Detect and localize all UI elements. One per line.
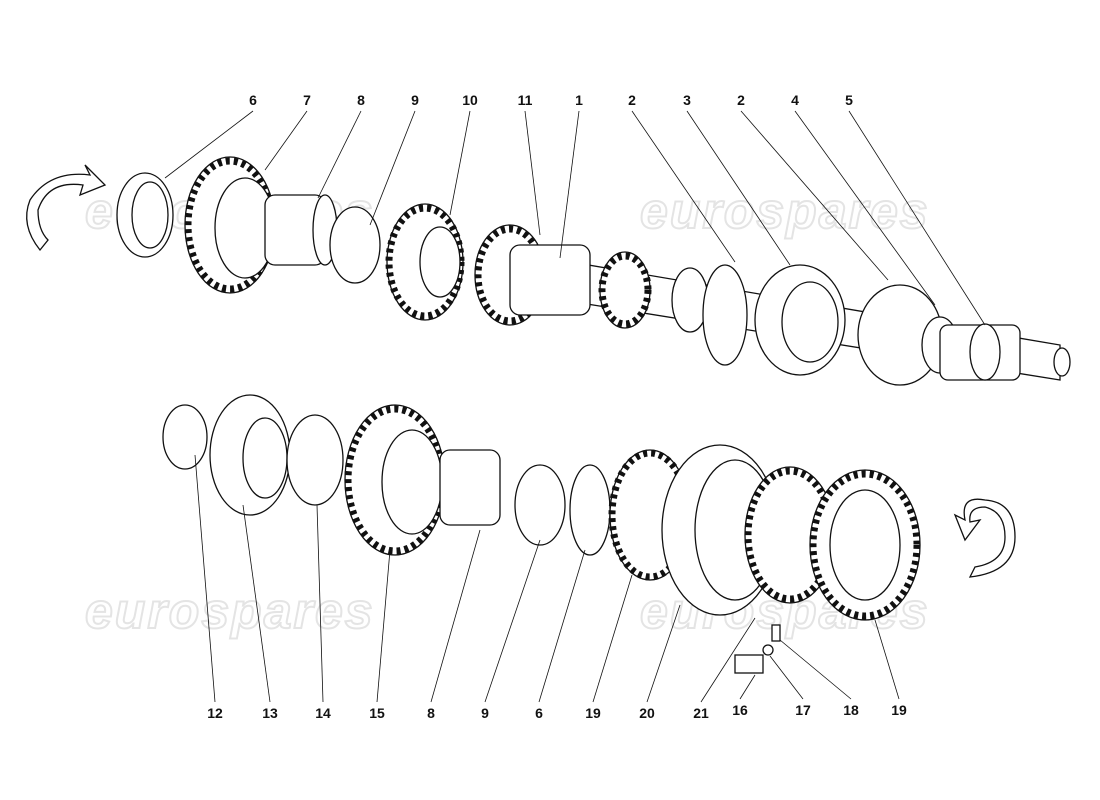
part-number-label: 17 [795, 702, 811, 718]
leader-line [740, 110, 889, 281]
part-number-label: 11 [518, 92, 533, 108]
part-number-label: 4 [791, 92, 799, 108]
leader-line [242, 504, 271, 703]
leader-line [538, 549, 586, 703]
rotation-arrow-icon [953, 498, 1016, 578]
part-number-label: 5 [845, 92, 853, 108]
part-number-label: 6 [535, 705, 543, 721]
leader-line [592, 574, 633, 703]
watermark: eurospares [85, 583, 375, 639]
part-number-label: 10 [462, 92, 478, 108]
leader-line [794, 110, 936, 306]
leader-line [164, 110, 254, 179]
part-number-label: 14 [315, 705, 331, 721]
part-9-bushing [514, 464, 566, 546]
secondary-shaft-assembly [162, 394, 1016, 674]
part-number-label: 3 [683, 92, 691, 108]
leader-line [779, 639, 852, 700]
part-number-label: 12 [207, 705, 223, 721]
bottom-callouts: 12 13 14 15 8 9 6 19 20 21 16 17 18 19 [194, 454, 907, 721]
part-12-nut [162, 404, 208, 470]
part-number-label: 1 [575, 92, 583, 108]
part-number-label: 6 [249, 92, 257, 108]
part-16-key [734, 654, 764, 674]
leader-line [369, 110, 416, 226]
part-number-label: 16 [732, 702, 748, 718]
leader-line [700, 617, 756, 703]
leader-line [874, 619, 900, 700]
leader-line [524, 110, 541, 236]
part-number-label: 8 [427, 705, 435, 721]
main-shaft-assembly [26, 156, 1071, 386]
leader-line [264, 110, 308, 171]
part-number-label: 13 [262, 705, 278, 721]
part-number-label: 19 [585, 705, 601, 721]
part-number-label: 2 [737, 92, 745, 108]
part-2-circlip [702, 264, 748, 366]
part-number-label: 15 [369, 705, 385, 721]
part-9-bushing [329, 206, 381, 284]
rotation-arrow-icon [26, 164, 107, 252]
leader-line [376, 549, 391, 703]
part-number-label: 20 [639, 705, 655, 721]
part-6-ring [569, 464, 611, 556]
part-8-bearing [439, 449, 501, 526]
watermark: eurospares [640, 183, 930, 239]
part-number-label: 8 [357, 92, 365, 108]
part-1-shaft-splines [509, 244, 591, 316]
part-14-spacer [286, 414, 344, 506]
leader-line [769, 655, 804, 700]
part-number-label: 21 [693, 705, 709, 721]
leader-line [484, 539, 541, 703]
part-number-label: 19 [891, 702, 907, 718]
leader-line [430, 529, 481, 703]
leader-line [739, 674, 756, 700]
leader-line [559, 110, 580, 259]
part-number-label: 9 [411, 92, 419, 108]
leader-line [646, 604, 681, 703]
part-17-ball [762, 644, 774, 656]
leader-line [686, 110, 791, 266]
part-number-label: 9 [481, 705, 489, 721]
leader-line [317, 110, 362, 199]
part-number-label: 7 [303, 92, 311, 108]
leader-line [848, 110, 986, 326]
part-18-spring [771, 624, 781, 642]
leader-line [194, 454, 216, 703]
part-number-label: 18 [843, 702, 859, 718]
leader-line [316, 504, 324, 703]
part-number-label: 2 [628, 92, 636, 108]
leader-line [631, 110, 736, 263]
leader-line [449, 110, 471, 216]
